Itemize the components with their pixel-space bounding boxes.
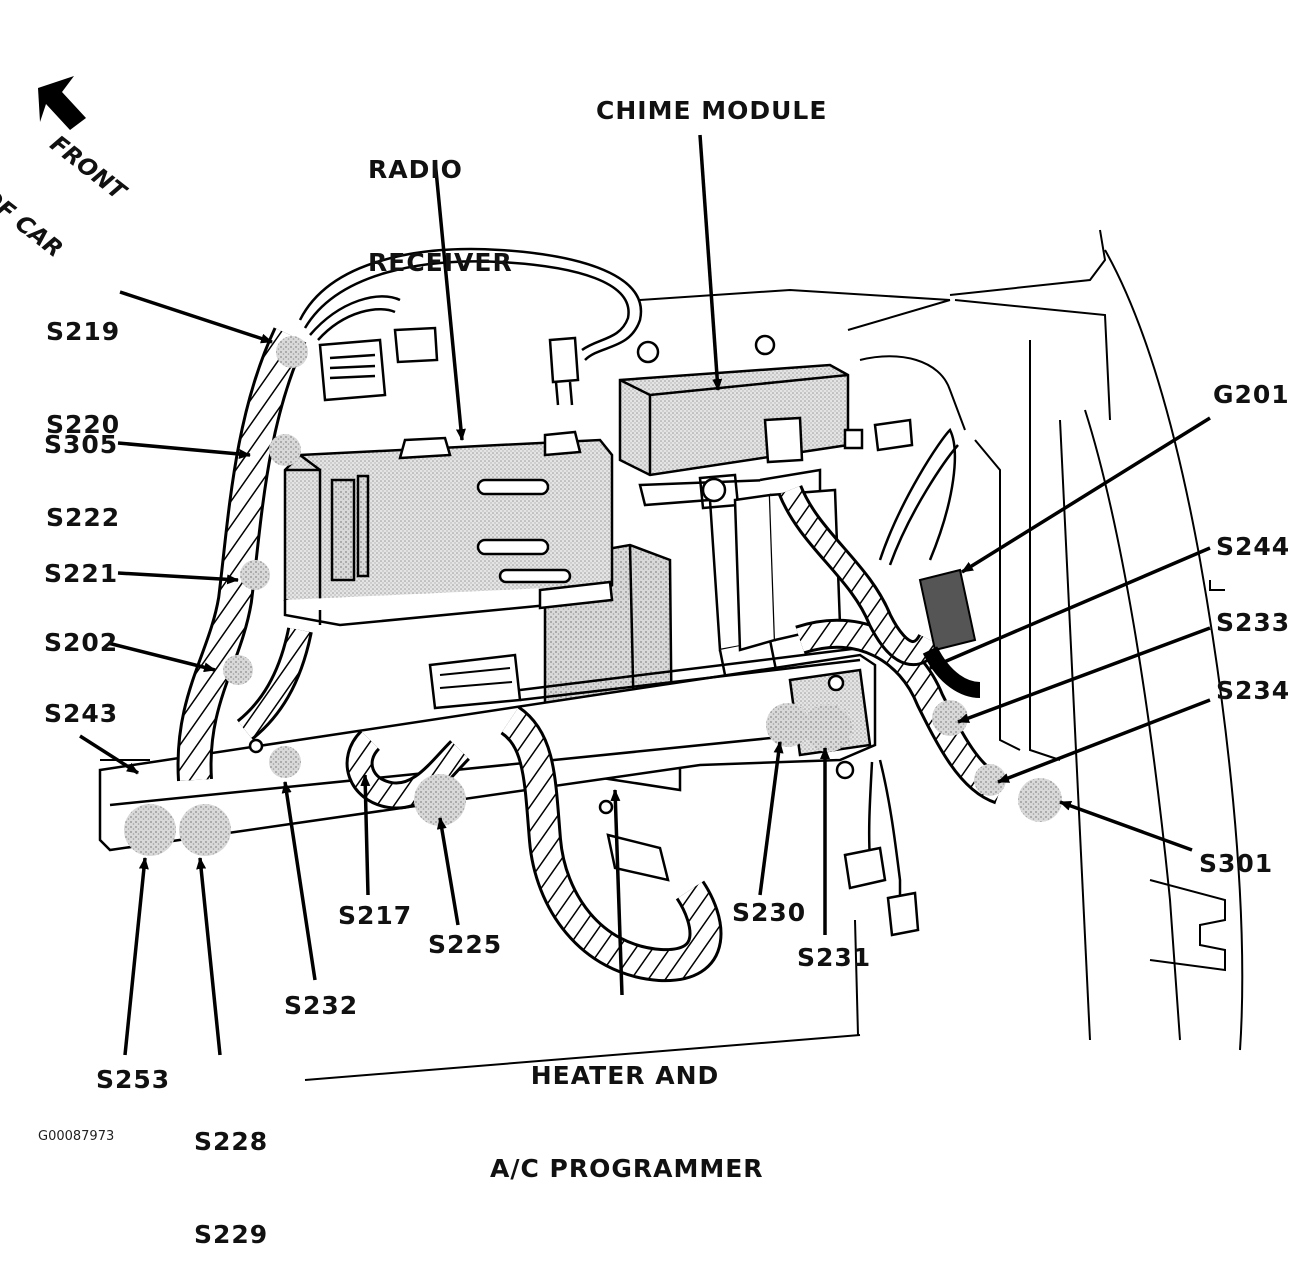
splice-dot-s301 [1018, 778, 1062, 822]
arrow-g201 [961, 416, 1211, 574]
heater-ac-line1: HEATER AND [530, 1061, 720, 1090]
splice-label-s253: S253 [96, 1065, 171, 1094]
splice-label-s202: S202 [44, 628, 119, 657]
splice-dot-s202 [223, 655, 253, 685]
arrow-s219 [119, 290, 273, 344]
splice-label-s232: S232 [284, 991, 359, 1020]
splice-label-s233: S233 [1216, 608, 1291, 637]
splice-dot-s233 [932, 700, 968, 736]
splice-dot-s234 [974, 764, 1006, 796]
radio-receiver-box [283, 430, 614, 627]
chime-module-box [618, 334, 864, 510]
center-harness [345, 653, 723, 983]
splice-dot-s221 [240, 560, 270, 590]
figure-id: G00087973 [38, 1129, 115, 1144]
arrow-s233 [957, 626, 1211, 724]
arrow-s234 [997, 698, 1211, 784]
heater-ac-programmer-label: HEATER AND A/C PROGRAMMER [490, 998, 764, 1215]
splice-label-s229: S229 [194, 1220, 269, 1249]
splice-label-s219: S219 [46, 317, 121, 346]
arrow-s202 [107, 641, 216, 673]
arrow-heater [610, 789, 624, 996]
arrow-chime-module [698, 134, 723, 391]
left-harness-trunk [176, 327, 313, 782]
splice-label-s243: S243 [44, 699, 119, 728]
splice-dot-s219 [276, 336, 308, 368]
splice-label-s228: S228 [194, 1127, 269, 1156]
arrow-s217 [360, 774, 371, 896]
top-connectors [318, 326, 914, 452]
arrow-s230 [758, 741, 784, 896]
heater-ac-line2: A/C PROGRAMMER [490, 1154, 764, 1183]
splice-label-s220: S220 [46, 410, 121, 439]
arrow-s253 [123, 857, 149, 1056]
splice-markers [124, 336, 1062, 856]
ground-label-g201: G201 [1213, 380, 1290, 409]
radio-receiver-line2: RECEIVER [368, 248, 513, 277]
splice-label-s225: S225 [428, 930, 503, 959]
arrow-s232 [281, 781, 317, 981]
splice-label-s222: S222 [46, 503, 121, 532]
arrow-s221 [117, 571, 239, 585]
splice-label-s219-group: S219 S220 S222 [46, 254, 120, 564]
splice-label-s217: S217 [338, 901, 413, 930]
splice-label-s244: S244 [1216, 532, 1291, 561]
chime-module-label: CHIME MODULE [596, 96, 828, 125]
splice-label-s230: S230 [732, 898, 807, 927]
splice-dot-s230 [766, 703, 810, 747]
right-harness [777, 427, 1006, 937]
vehicle-structure [100, 229, 1244, 1081]
splice-label-s305: S305 [44, 430, 119, 459]
splice-label-s228-group: S228 S229 [194, 1064, 268, 1281]
top-harness [298, 247, 643, 361]
splice-dot-s253 [124, 804, 176, 856]
front-of-car-arrow-icon [38, 76, 86, 130]
arrow-s225 [436, 817, 460, 926]
splice-dot-s231 [804, 704, 852, 752]
radio-receiver-label: RADIO RECEIVER [368, 92, 513, 309]
front-of-car-line1: FRONT [44, 130, 131, 206]
splice-label-s231: S231 [797, 943, 872, 972]
splice-dot-s305 [269, 434, 301, 466]
callout-arrows [79, 134, 1211, 1056]
splice-dot-s228 [179, 804, 231, 856]
arrow-s243 [79, 734, 139, 775]
arrow-s301 [1059, 800, 1193, 852]
arrow-s228 [196, 857, 222, 1056]
splice-label-s221: S221 [44, 559, 119, 588]
arrow-radio-receiver [433, 159, 466, 441]
splice-label-s301: S301 [1199, 849, 1274, 878]
splice-dot-s225 [414, 774, 466, 826]
arrow-s244 [929, 546, 1211, 670]
wiring-diagram [38, 76, 1244, 1081]
arrow-s305 [117, 441, 251, 459]
splice-dot-s232 [269, 746, 301, 778]
splice-label-s234: S234 [1216, 676, 1291, 705]
radio-receiver-line1: RADIO [368, 155, 463, 184]
